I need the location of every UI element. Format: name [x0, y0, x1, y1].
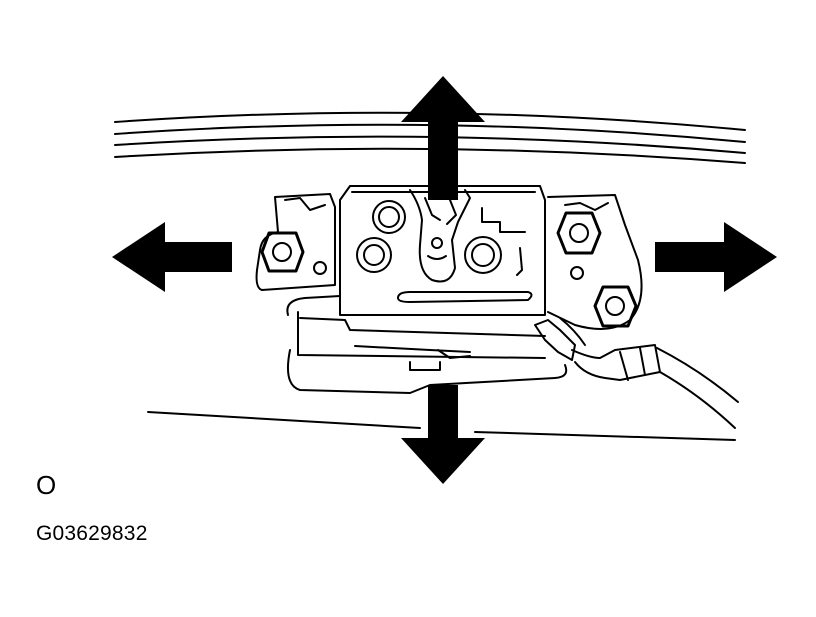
left-bracket [255, 193, 336, 291]
lower-panel-lines [147, 411, 736, 441]
figure-id-label: G03629832 [36, 522, 148, 545]
wire-connector [534, 317, 739, 429]
arrow-up-icon [401, 76, 485, 200]
bolts [260, 200, 638, 328]
latch-cam [409, 189, 471, 283]
latch-main-body [339, 185, 546, 316]
marker-label: O [36, 470, 57, 500]
arrow-right-icon [655, 222, 777, 292]
latch-base-plate [286, 295, 568, 394]
arrow-down-icon [401, 385, 485, 484]
arrow-left-icon [112, 222, 232, 292]
